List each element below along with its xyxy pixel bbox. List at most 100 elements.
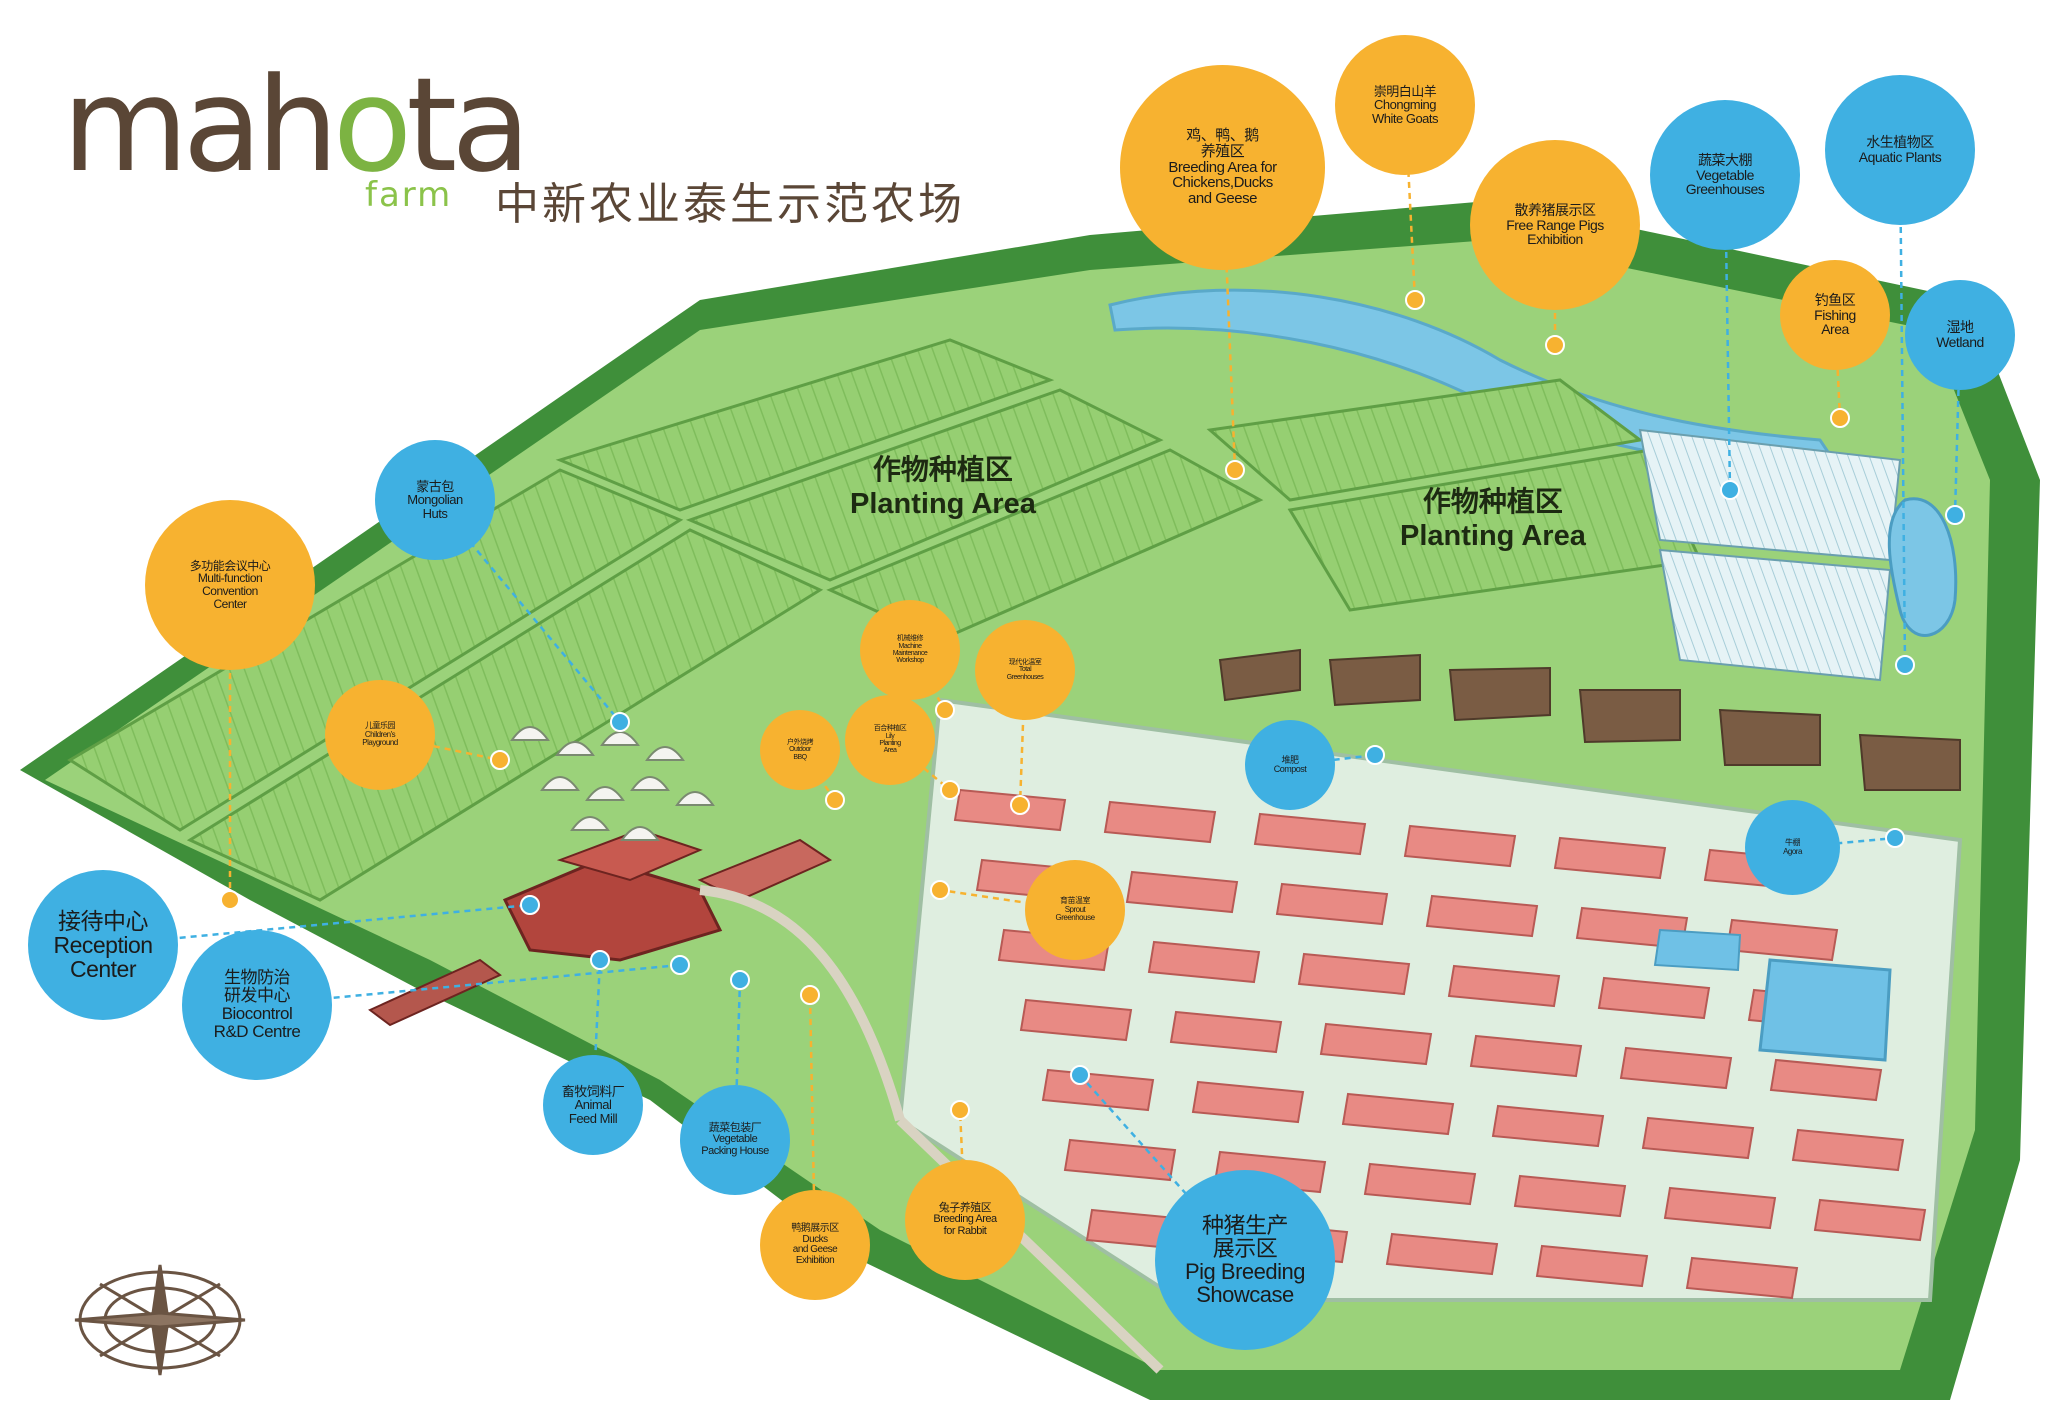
callout-text: Aquatic Plants	[1858, 149, 1942, 165]
callout-text: Center	[213, 596, 247, 611]
callout-text: 钓鱼区	[1814, 291, 1856, 308]
callout-text: Feed Mill	[568, 1110, 618, 1126]
pig-pen	[1191, 1080, 1305, 1124]
yurt	[645, 746, 685, 761]
road	[699, 885, 905, 1122]
callout-text: 养殖区	[1200, 142, 1245, 160]
yurt	[620, 826, 660, 841]
pig-pen	[1341, 1092, 1455, 1136]
pig-pen	[1253, 812, 1367, 856]
callout-text: 蔬菜包装厂	[708, 1121, 762, 1134]
yurt	[585, 786, 625, 801]
planting-fields-left	[67, 338, 1264, 902]
brand-tagline: 中新农业泰生示范农场	[495, 179, 965, 230]
pond-small	[1653, 928, 1742, 972]
callout-text: 畜牧饲料厂	[561, 1083, 625, 1099]
pig-pen	[1169, 1010, 1283, 1054]
callout-text: Workshop	[896, 657, 924, 665]
callout-text: 育苗温室	[1060, 896, 1091, 906]
logo-letter: a	[451, 49, 531, 201]
leader-line	[1079, 1074, 1246, 1261]
logo-letter: t	[406, 49, 457, 201]
location-marker	[1365, 745, 1385, 765]
yurt	[555, 741, 595, 756]
callout-text: 散养猪展示区	[1514, 201, 1597, 218]
pig-pen	[1403, 824, 1517, 868]
callout-text: Compost	[1273, 764, 1307, 774]
yurt	[630, 776, 670, 791]
callout-text: Planting	[879, 740, 901, 747]
location-marker	[590, 950, 610, 970]
callout-text: Chickens,Ducks	[1172, 174, 1273, 192]
yurt	[600, 731, 640, 746]
callout-text: Total	[1018, 666, 1032, 674]
location-marker	[670, 955, 690, 975]
yurt	[510, 726, 550, 741]
callout-text: Vegetable	[1696, 166, 1754, 183]
callout-text: Chongming	[1374, 97, 1437, 113]
location-marker	[220, 890, 240, 910]
callout-text: Greenhouses	[1006, 673, 1044, 681]
pig-pen	[1641, 1116, 1755, 1160]
callout-text: 蒙古包	[416, 478, 454, 494]
callout-text: 现代化温室	[1008, 658, 1042, 666]
callout-text: 鸭鹅展示区	[791, 1223, 839, 1234]
leader-line	[1723, 174, 1732, 491]
logo-letter: m	[62, 49, 189, 201]
road-2	[896, 1116, 1164, 1374]
pig-pen	[1553, 836, 1667, 880]
callout-text: Children's	[364, 729, 396, 739]
callout-text: Sprout	[1064, 904, 1086, 914]
pond-pig-area	[1758, 958, 1892, 1062]
pig-pen	[1041, 1068, 1155, 1112]
location-marker	[950, 1100, 970, 1120]
location-marker	[490, 750, 510, 770]
callout-text: Reception	[53, 931, 153, 958]
location-marker	[1070, 1065, 1090, 1085]
callout-text: Showcase	[1196, 1282, 1294, 1308]
leader-line	[379, 733, 501, 762]
callout-text: Breeding Area	[933, 1213, 997, 1226]
area-label-en: Planting Area	[1400, 520, 1586, 552]
callout-text: 牛棚	[1785, 838, 1801, 848]
yurt	[570, 816, 610, 831]
callout-text: Breeding Area for	[1168, 158, 1277, 176]
pig-pen	[1425, 894, 1539, 938]
callout-text: Pig Breeding	[1185, 1259, 1305, 1284]
brand-logo-sub: farm	[365, 175, 453, 215]
greenhouse-blocks	[1638, 428, 1902, 682]
area-label-en: Planting Area	[850, 488, 1036, 520]
reception-buildings	[368, 828, 833, 1027]
callout-text: Mongolian	[407, 492, 463, 508]
yurt	[540, 776, 580, 791]
callout-text: White Goats	[1371, 110, 1439, 126]
callout-text: 户外烧烤	[787, 738, 814, 746]
location-marker	[1830, 408, 1850, 428]
location-marker	[930, 880, 950, 900]
pig-pen	[1469, 1034, 1583, 1078]
compass-rose-icon	[74, 1264, 246, 1376]
logo-letter: o	[332, 49, 413, 201]
location-marker	[730, 970, 750, 990]
callout-text: Multi-function	[197, 571, 263, 586]
logo-letter: h	[256, 49, 338, 201]
location-marker	[610, 712, 630, 732]
pig-pen	[1147, 940, 1261, 984]
logo-letter: a	[182, 49, 263, 201]
callout-text: 接待中心	[58, 907, 149, 934]
